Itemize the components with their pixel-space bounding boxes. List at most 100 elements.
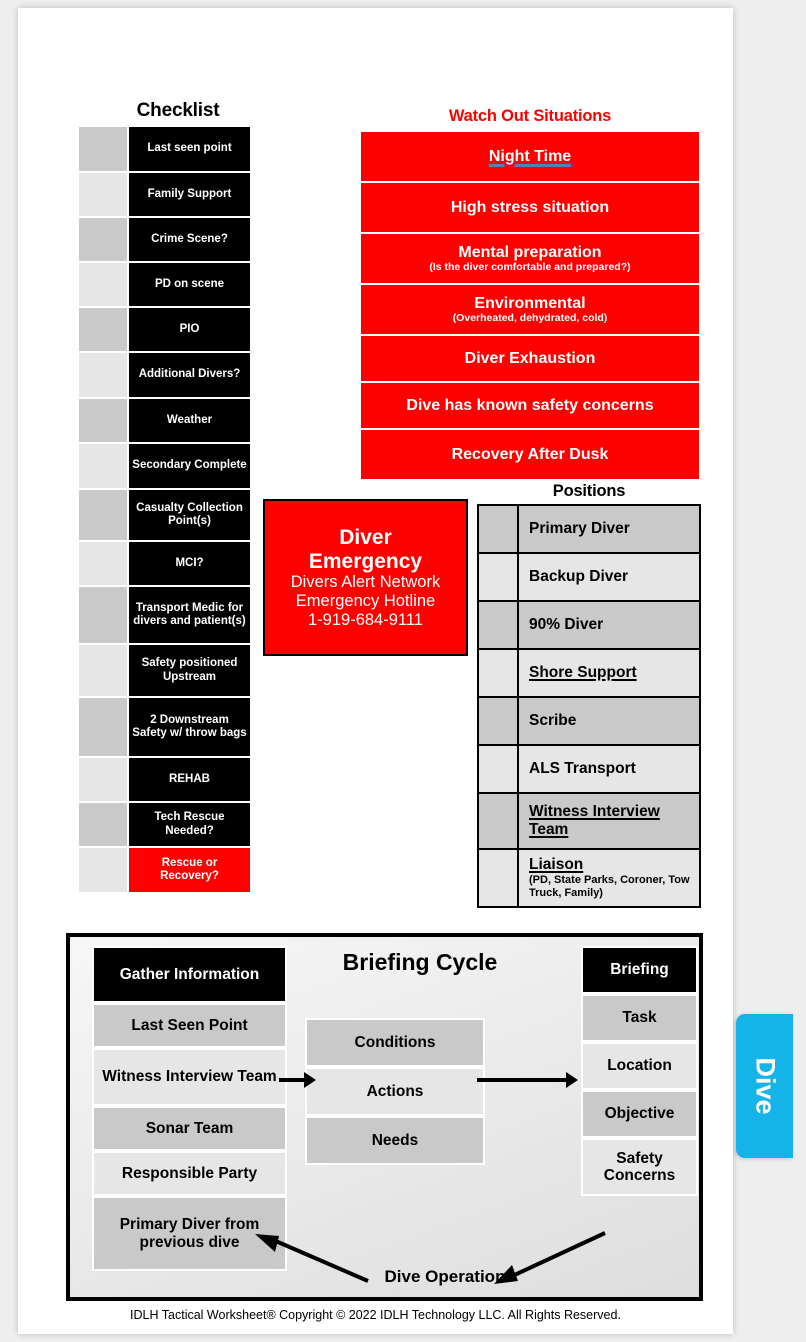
positions-row: ALS Transport — [479, 746, 699, 794]
checklist-item-label: Rescue or Recovery? — [128, 847, 251, 893]
checklist-checkbox[interactable] — [78, 847, 128, 893]
positions-row: Scribe — [479, 698, 699, 746]
positions-label[interactable]: Shore Support — [529, 664, 637, 682]
positions-label-cell: Scribe — [519, 698, 699, 744]
checklist-row: REHAB — [78, 757, 251, 802]
checklist-checkbox[interactable] — [78, 697, 128, 757]
positions-sublabel: (PD, State Parks, Coroner, Tow Truck, Fa… — [529, 873, 690, 899]
briefing-cell: Location — [581, 1042, 698, 1090]
briefing-cell: Sonar Team — [92, 1106, 287, 1151]
checklist-row: Last seen point — [78, 126, 251, 172]
watch-out-label[interactable]: Night Time — [488, 147, 572, 165]
checklist-row: Casualty Collection Point(s) — [78, 489, 251, 541]
checklist-checkbox[interactable] — [78, 262, 128, 307]
briefing-cell: Briefing — [581, 946, 698, 994]
watch-out-row: Environmental(Overheated, dehydrated, co… — [360, 284, 700, 335]
watch-out-label: High stress situation — [450, 198, 610, 216]
briefing-cycle-title: Briefing Cycle — [342, 949, 498, 975]
checklist-item-label: Tech Rescue Needed? — [128, 802, 251, 847]
positions-label-cell: Primary Diver — [519, 506, 699, 552]
checklist-item-label: REHAB — [128, 757, 251, 802]
positions-label: ALS Transport — [529, 760, 636, 778]
emergency-hotline-label: Emergency Hotline — [295, 591, 436, 610]
checklist-item-label: Secondary Complete — [128, 443, 251, 489]
positions-label[interactable]: Liaison — [529, 855, 584, 873]
positions-label-cell: Shore Support — [519, 650, 699, 696]
briefing-cell: Safety Concerns — [581, 1138, 698, 1196]
emergency-heading-line1: Diver — [339, 525, 392, 549]
checklist-checkbox[interactable] — [78, 644, 128, 697]
dive-side-tab[interactable]: Dive — [736, 1014, 793, 1158]
checklist-checkbox[interactable] — [78, 217, 128, 262]
checklist-checkbox[interactable] — [78, 802, 128, 847]
checklist-item-label: Safety positioned Upstream — [128, 644, 251, 697]
positions-checkbox[interactable] — [479, 650, 519, 696]
arrow-middle-to-right — [477, 1072, 578, 1088]
watch-out-label: Dive has known safety concerns — [406, 396, 654, 414]
checklist-row: 2 Downstream Safety w/ throw bags — [78, 697, 251, 757]
watch-out-row: Dive has known safety concerns — [360, 382, 700, 429]
diver-emergency-box: Diver Emergency Divers Alert Network Eme… — [263, 499, 468, 656]
checklist-checkbox[interactable] — [78, 172, 128, 217]
watch-out-sublabel: (Overheated, dehydrated, cold) — [452, 311, 608, 324]
checklist-item-label: Additional Divers? — [128, 352, 251, 398]
checklist-checkbox[interactable] — [78, 398, 128, 443]
dive-side-tab-label: Dive — [750, 1057, 780, 1115]
checklist-checkbox[interactable] — [78, 126, 128, 172]
checklist-title: Checklist — [136, 100, 220, 121]
positions-checkbox[interactable] — [479, 506, 519, 552]
positions-row: Primary Diver — [479, 506, 699, 554]
positions-checkbox[interactable] — [479, 698, 519, 744]
checklist-item-label: PIO — [128, 307, 251, 352]
checklist-item-label: Family Support — [128, 172, 251, 217]
watch-out-row: Diver Exhaustion — [360, 335, 700, 382]
checklist-item-label: PD on scene — [128, 262, 251, 307]
checklist-row: Rescue or Recovery? — [78, 847, 251, 893]
emergency-heading-line2: Emergency — [308, 549, 423, 573]
watch-out-label: Environmental — [474, 294, 586, 312]
positions-checkbox[interactable] — [479, 602, 519, 648]
checklist-row: Tech Rescue Needed? — [78, 802, 251, 847]
positions-label-cell: Liaison(PD, State Parks, Coroner, Tow Tr… — [519, 850, 699, 906]
positions-checkbox[interactable] — [479, 746, 519, 792]
checklist-checkbox[interactable] — [78, 489, 128, 541]
checklist-item-label: Crime Scene? — [128, 217, 251, 262]
checklist-checkbox[interactable] — [78, 352, 128, 398]
watch-out-row: High stress situation — [360, 182, 700, 233]
positions-label-cell: Witness Interview Team — [519, 794, 699, 848]
positions-checkbox[interactable] — [479, 794, 519, 848]
checklist-row: Transport Medic for divers and patient(s… — [78, 586, 251, 644]
positions-row: Witness Interview Team — [479, 794, 699, 850]
checklist-item-label: Casualty Collection Point(s) — [128, 489, 251, 541]
briefing-cell: Primary Diver from previous dive — [92, 1196, 287, 1271]
checklist-row: MCI? — [78, 541, 251, 586]
emergency-phone-number[interactable]: 1-919-684-9111 — [308, 610, 423, 629]
positions-checkbox[interactable] — [479, 850, 519, 906]
positions-row: 90% Diver — [479, 602, 699, 650]
briefing-cell: Last Seen Point — [92, 1003, 287, 1048]
positions-label[interactable]: Witness Interview Team — [529, 803, 660, 838]
watch-out-title: Watch Out Situations — [448, 107, 612, 125]
watch-out-label: Mental preparation — [458, 243, 602, 261]
briefing-cell: Responsible Party — [92, 1151, 287, 1196]
checklist-checkbox[interactable] — [78, 757, 128, 802]
checklist-item-label: 2 Downstream Safety w/ throw bags — [128, 697, 251, 757]
checklist-checkbox[interactable] — [78, 586, 128, 644]
checklist-checkbox[interactable] — [78, 443, 128, 489]
checklist-checkbox[interactable] — [78, 307, 128, 352]
positions-label-cell: ALS Transport — [519, 746, 699, 792]
positions-checkbox[interactable] — [479, 554, 519, 600]
checklist-row: Secondary Complete — [78, 443, 251, 489]
positions-label: 90% Diver — [529, 616, 604, 634]
watch-out-label: Recovery After Dusk — [451, 445, 609, 463]
checklist-item-label: Last seen point — [128, 126, 251, 172]
briefing-cell: Actions — [305, 1067, 485, 1116]
copyright-footer: IDLH Tactical Worksheet® Copyright © 202… — [130, 1308, 621, 1322]
checklist-checkbox[interactable] — [78, 541, 128, 586]
positions-row: Liaison(PD, State Parks, Coroner, Tow Tr… — [479, 850, 699, 906]
positions-label-cell: 90% Diver — [519, 602, 699, 648]
